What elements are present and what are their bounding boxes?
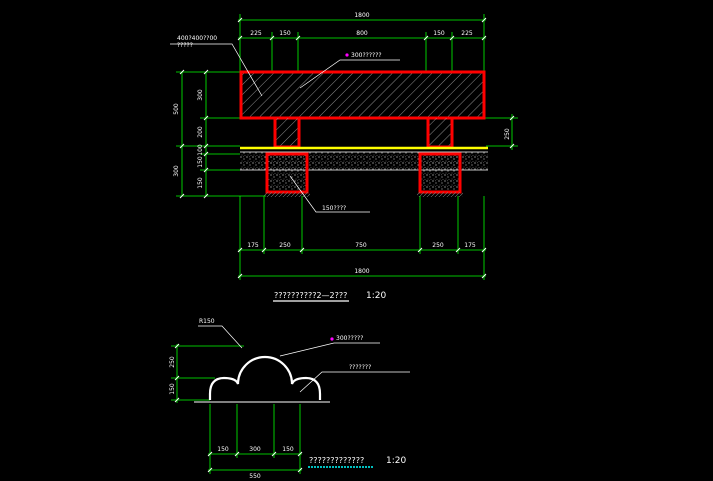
detail-section-drawing: 250 150 R150 300????? ???????	[169, 318, 410, 480]
footing-right	[418, 152, 462, 194]
top-dim-total: 1800	[354, 12, 369, 19]
left-dim-300b: 300	[173, 165, 180, 177]
top-dim-3: 800	[356, 30, 368, 37]
detail-finish-label: 300?????	[336, 335, 363, 342]
left-dim-200: 200	[197, 126, 204, 138]
drawing-scale-bottom: 1:20	[386, 456, 406, 466]
marker-dot-top	[345, 53, 349, 57]
right-dim-250: 250	[504, 128, 511, 140]
top-dimension-chain	[237, 14, 487, 72]
detail-bottom-dim-2: 300	[249, 446, 261, 453]
bench-leg-right	[426, 118, 454, 149]
bottom-dim-3: 750	[355, 242, 367, 249]
detail-bottom-dim-1: 150	[217, 446, 229, 453]
base-soil-left	[264, 192, 310, 197]
top-dim-1: 225	[250, 30, 262, 37]
leader-base-label: 150????	[322, 205, 346, 212]
detail-bottom-dim-total: 550	[249, 473, 261, 480]
left-dim-300a: 300	[197, 89, 204, 101]
drawing-title-bottom: ?????????????	[309, 456, 364, 465]
detail-left-dim-250: 250	[169, 356, 176, 368]
leader-stone-line-2: ?????	[177, 42, 193, 49]
base-soil-right	[417, 192, 463, 197]
stone-profile	[208, 355, 322, 400]
leader-lines	[170, 43, 400, 213]
detail-leaders	[198, 325, 410, 393]
detail-bottom-dimensions	[207, 404, 303, 474]
leader-stone-line-1: 400?400??00	[177, 35, 217, 42]
left-dim-150b: 150	[197, 177, 204, 189]
left-dim-500: 500	[173, 103, 180, 115]
top-dim-4: 150	[433, 30, 445, 37]
detail-material-label: ???????	[349, 364, 371, 371]
detail-left-dim-150: 150	[169, 383, 176, 395]
top-dim-2: 150	[279, 30, 291, 37]
bottom-dim-total: 1800	[354, 268, 369, 275]
drawing-title-top: ??????????2—2???	[274, 291, 347, 300]
left-dim-100: 100	[197, 144, 204, 156]
bottom-dimension-chain	[237, 196, 487, 280]
leader-finish-label: 300??????	[351, 52, 382, 59]
bottom-dim-4: 250	[432, 242, 444, 249]
detail-radius-label: R150	[199, 318, 215, 325]
left-dim-150a: 150	[197, 156, 204, 168]
detail-left-dimensions	[171, 343, 244, 403]
drawing-scale-top: 1:20	[366, 291, 386, 301]
detail-bottom-dim-3: 150	[282, 446, 294, 453]
bench-section-drawing: 1800 225 150 800 150 225	[170, 12, 518, 302]
leader-stone-label: 400?400??00 ?????	[177, 35, 219, 49]
left-dimension-chain	[176, 69, 266, 199]
bottom-dim-1: 175	[247, 242, 259, 249]
bench-leg-left	[273, 118, 301, 149]
marker-dot-bottom	[330, 337, 334, 341]
footing-left	[265, 152, 309, 194]
top-dim-5: 225	[461, 30, 473, 37]
bottom-dim-5: 175	[464, 242, 476, 249]
bottom-dim-2: 250	[279, 242, 291, 249]
bench-seat-stone	[239, 70, 486, 120]
